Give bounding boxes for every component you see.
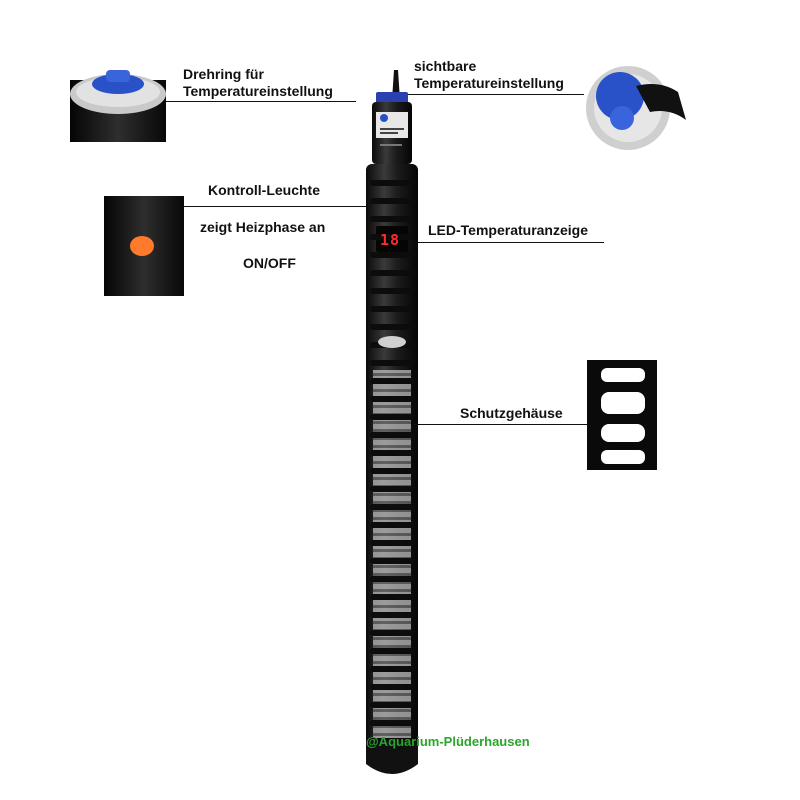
cage-rib: [370, 198, 414, 204]
cage-rib: [370, 486, 414, 492]
cage-rib: [370, 450, 414, 456]
label-drehring-line1: Drehring für: [183, 66, 264, 82]
cage-rib: [370, 468, 414, 474]
leader-line-kontroll: [184, 206, 372, 207]
dial-ring-inset: [70, 70, 166, 142]
leader-line-led: [416, 242, 604, 243]
cage-rib: [370, 540, 414, 546]
cage-rib: [370, 522, 414, 528]
cage-rib: [370, 720, 414, 726]
cage-rib: [370, 216, 414, 222]
label-schutzgehaeuse: Schutzgehäuse: [460, 405, 563, 421]
cage-rib: [370, 594, 414, 600]
cage-rib: [370, 234, 414, 240]
label-sichtbare-line2: Temperatureinstellung: [414, 75, 564, 91]
label-kontroll-line3: ON/OFF: [243, 255, 296, 271]
cage-rib: [370, 270, 414, 276]
cage-rib: [370, 648, 414, 654]
cage-rib: [370, 378, 414, 384]
cage-rib: [370, 504, 414, 510]
cage-rib: [370, 414, 414, 420]
cage-rib: [370, 288, 414, 294]
cage-rib: [370, 612, 414, 618]
label-led-anzeige: LED-Temperaturanzeige: [428, 222, 588, 238]
label-drehring-line2: Temperatureinstellung: [183, 83, 333, 99]
heater-bottom: [366, 740, 418, 774]
cage-rib: [370, 306, 414, 312]
cage-rib: [370, 666, 414, 672]
cage-rib: [370, 576, 414, 582]
label-kontroll-line1: Kontroll-Leuchte: [208, 182, 320, 198]
cage-rib: [370, 630, 414, 636]
leader-line-sichtbare: [408, 94, 584, 95]
label-sichtbare-line1: sichtbare: [414, 58, 477, 74]
cage-rib: [370, 396, 414, 402]
leader-line-schutz: [414, 424, 588, 425]
cage-rib: [370, 360, 414, 366]
cage-rib: [370, 180, 414, 186]
heater-cap: [372, 92, 412, 164]
leader-line-drehring: [166, 101, 356, 102]
protective-cage-inset: [587, 360, 657, 470]
cage-rib: [370, 558, 414, 564]
cage-rib: [370, 702, 414, 708]
watermark: @Aquarium-Plüderhausen: [366, 734, 530, 749]
indicator-light-inset: [104, 196, 184, 296]
cage-rib: [370, 252, 414, 258]
visible-dial-inset: [586, 66, 686, 150]
cage-rib: [370, 684, 414, 690]
heater-badge: [378, 336, 406, 348]
cage-ribs: [370, 180, 414, 744]
led-temperature-display: 18: [380, 231, 401, 249]
label-kontroll-line2: zeigt Heizphase an: [200, 219, 326, 235]
cage-rib: [370, 432, 414, 438]
cage-rib: [370, 324, 414, 330]
